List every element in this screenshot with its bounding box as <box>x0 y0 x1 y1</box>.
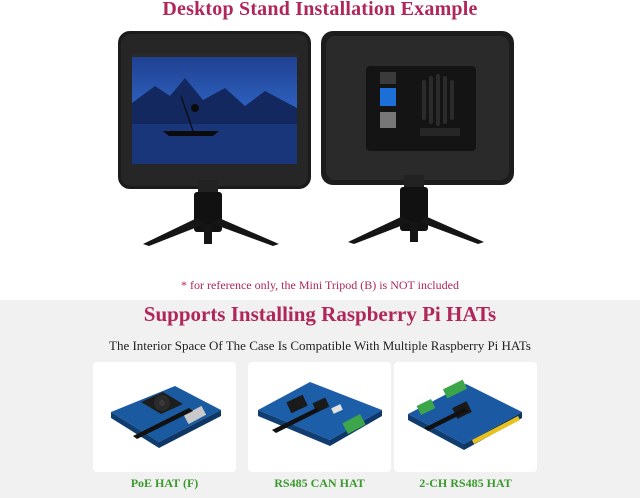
hat-card-2ch-rs485 <box>394 362 537 472</box>
hat-card-poe <box>93 362 236 472</box>
poe-hat-image <box>111 386 221 448</box>
hat-card-rs485-can <box>248 362 391 472</box>
rs485-can-hat-image <box>258 382 382 446</box>
hat-caption-poe: PoE HAT (F) <box>130 476 199 490</box>
disclaimer-note: * for reference only, the Mini Tripod (B… <box>181 278 459 292</box>
hat-caption-rs485-can: RS485 CAN HAT <box>274 476 365 490</box>
display-back-image <box>321 31 514 244</box>
page-title: Desktop Stand Installation Example <box>162 0 478 20</box>
2ch-rs485-hat-image <box>408 379 522 450</box>
product-photo-section <box>0 0 640 300</box>
section-subtitle: The Interior Space Of The Case Is Compat… <box>109 338 531 353</box>
section-title: Supports Installing Raspberry Pi HATs <box>143 302 497 326</box>
display-front-image <box>118 31 311 246</box>
hat-caption-2ch-rs485: 2-CH RS485 HAT <box>419 476 512 490</box>
